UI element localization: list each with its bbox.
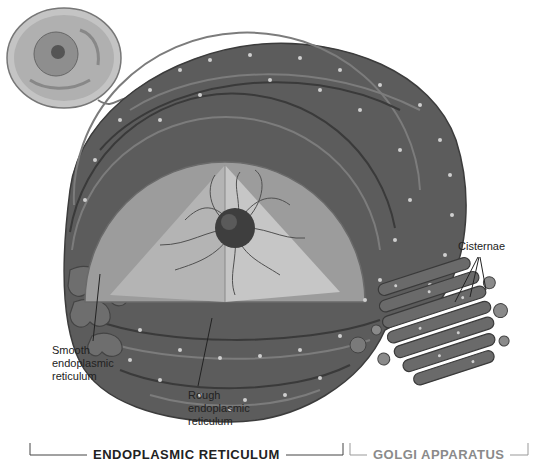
- part-label: Rough endoplasmic reticulum: [188, 389, 268, 428]
- inset-cell: [7, 8, 135, 108]
- leader-lines: [93, 257, 486, 386]
- nucleus: [85, 162, 365, 302]
- group-label: GOLGI APPARATUS: [367, 447, 510, 463]
- part-label: Cisternae: [458, 240, 505, 253]
- part-label: Smooth endoplasmic reticulum: [52, 344, 142, 383]
- golgi-stack: [356, 249, 522, 395]
- group-label: ENDOPLASMIC RETICULUM: [87, 447, 286, 463]
